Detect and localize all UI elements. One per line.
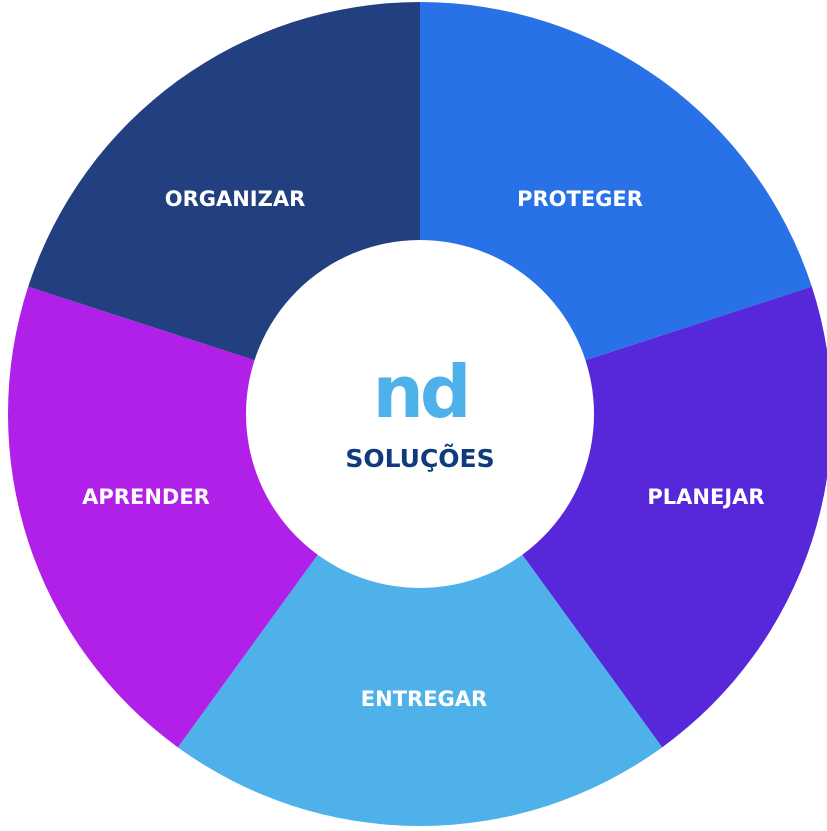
segment-label-organizar: ORGANIZAR xyxy=(165,187,306,211)
segment-label-aprender: APRENDER xyxy=(82,485,210,509)
segment-entregar xyxy=(177,414,663,827)
wheel-labels: PROTEGER PLANEJAR ENTREGAR APRENDER ORGA… xyxy=(82,187,764,711)
center-circle xyxy=(246,240,594,588)
logo-mark: nd xyxy=(373,350,468,434)
segment-label-planejar: PLANEJAR xyxy=(647,485,764,509)
segment-label-entregar: ENTREGAR xyxy=(361,687,487,711)
segment-label-proteger: PROTEGER xyxy=(517,187,643,211)
center-hub: nd SOLUÇÕES xyxy=(246,240,594,588)
brand-name: SOLUÇÕES xyxy=(345,443,494,473)
